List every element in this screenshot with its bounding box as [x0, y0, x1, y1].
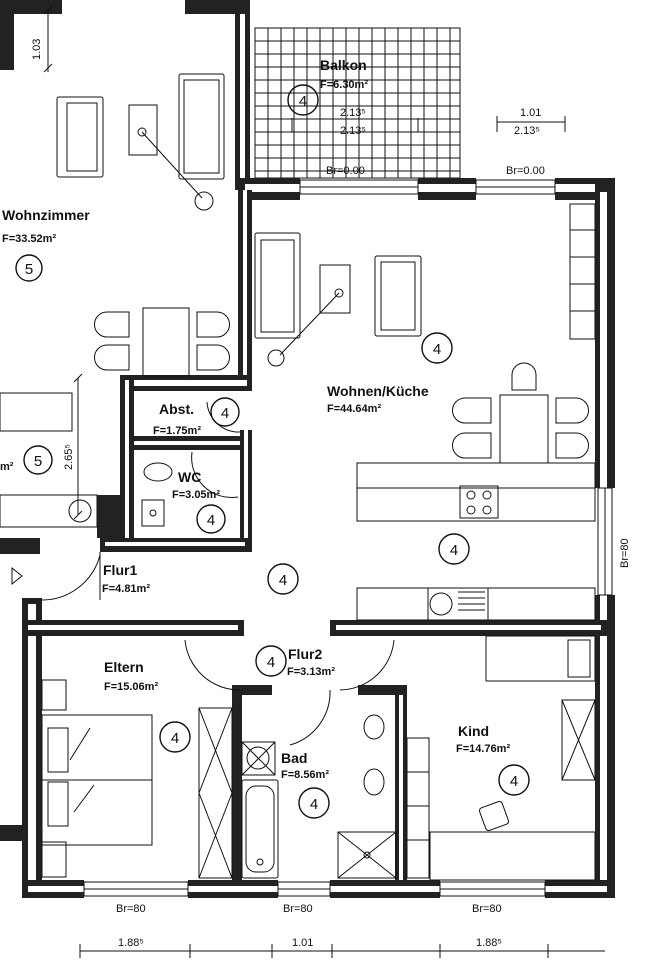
level-kueche: 4 — [450, 542, 458, 559]
windows — [83, 179, 613, 897]
room-area-flur1: F=4.81m² — [102, 583, 150, 595]
room-name-flur2: Flur2 — [288, 646, 322, 662]
room-name-kind: Kind — [458, 723, 489, 739]
room-name-bad: Bad — [281, 750, 307, 766]
opening-bottom-mid: Br=80 — [283, 903, 313, 915]
balcony-tiles — [254, 27, 461, 179]
level-flur2: 4 — [267, 654, 275, 671]
room-area-abst: F=1.75m² — [153, 425, 201, 437]
opening-bottom-left: Br=80 — [116, 903, 146, 915]
room-area-wc: F=3.05m² — [172, 489, 220, 501]
entrance-arrow-icon — [11, 566, 23, 586]
dim-bottom-1: 1.88⁵ — [118, 937, 144, 949]
level-wc: 4 — [207, 512, 215, 529]
room-name-eltern: Eltern — [104, 659, 144, 675]
door-swings — [39, 401, 395, 746]
furniture — [0, 73, 596, 881]
level-bad: 4 — [310, 796, 318, 813]
room-labels: Wohnzimmer F=33.52m² Balkon F=6.30m² 2.1… — [0, 57, 510, 781]
level-left-partial: 5 — [34, 453, 42, 470]
level-kind: 4 — [510, 773, 518, 790]
dim-top-right-b: 2.13⁵ — [514, 125, 540, 137]
opening-east-window: Br=80 — [619, 538, 631, 568]
balkon-dim-a: 2.13⁵ — [340, 107, 366, 119]
room-area-left-partial: m² — [0, 461, 14, 473]
dim-left-vertical: 2.65⁵ — [63, 444, 75, 470]
level-flur1: 4 — [279, 572, 287, 589]
dimension-labels: 1.03 2.65⁵ 1.01 2.13⁵ 1.88⁵ 1.01 1.88⁵ B… — [31, 39, 631, 949]
room-area-flur2: F=3.13m² — [287, 666, 335, 678]
level-wohnzimmer: 5 — [25, 261, 33, 278]
level-eltern: 4 — [171, 730, 179, 747]
room-name-wohnen-kueche: Wohnen/Küche — [327, 383, 429, 399]
room-area-kind: F=14.76m² — [456, 743, 510, 755]
dim-top-right-a: 1.01 — [520, 107, 541, 119]
opening-bottom-right: Br=80 — [472, 903, 502, 915]
room-name-flur1: Flur1 — [103, 562, 137, 578]
room-area-eltern: F=15.06m² — [104, 681, 158, 693]
dim-bottom-3: 1.88⁵ — [476, 937, 502, 949]
dimension-lines — [43, 5, 605, 958]
room-area-wohnen-kueche: F=44.64m² — [327, 403, 381, 415]
dim-top-left-vertical: 1.03 — [31, 39, 43, 60]
room-name-abst: Abst. — [159, 401, 194, 417]
room-area-bad: F=8.56m² — [281, 769, 329, 781]
level-markers — [15, 84, 530, 819]
level-wohnen: 4 — [433, 341, 441, 358]
level-abst: 4 — [221, 405, 229, 422]
room-name-wc: WC — [178, 469, 201, 485]
opening-balcony-right: Br=0.00 — [506, 165, 545, 177]
room-name-wohnzimmer: Wohnzimmer — [2, 207, 90, 223]
opening-balcony-left: Br=0.00 — [326, 165, 365, 177]
room-name-balkon: Balkon — [320, 57, 367, 73]
balkon-dim-b: 2.13⁵ — [340, 125, 366, 137]
walls — [0, 0, 615, 898]
dim-bottom-2: 1.01 — [292, 937, 313, 949]
room-area-balkon: F=6.30m² — [320, 79, 368, 91]
room-area-wohnzimmer: F=33.52m² — [2, 233, 56, 245]
level-balkon: 4 — [299, 93, 307, 110]
